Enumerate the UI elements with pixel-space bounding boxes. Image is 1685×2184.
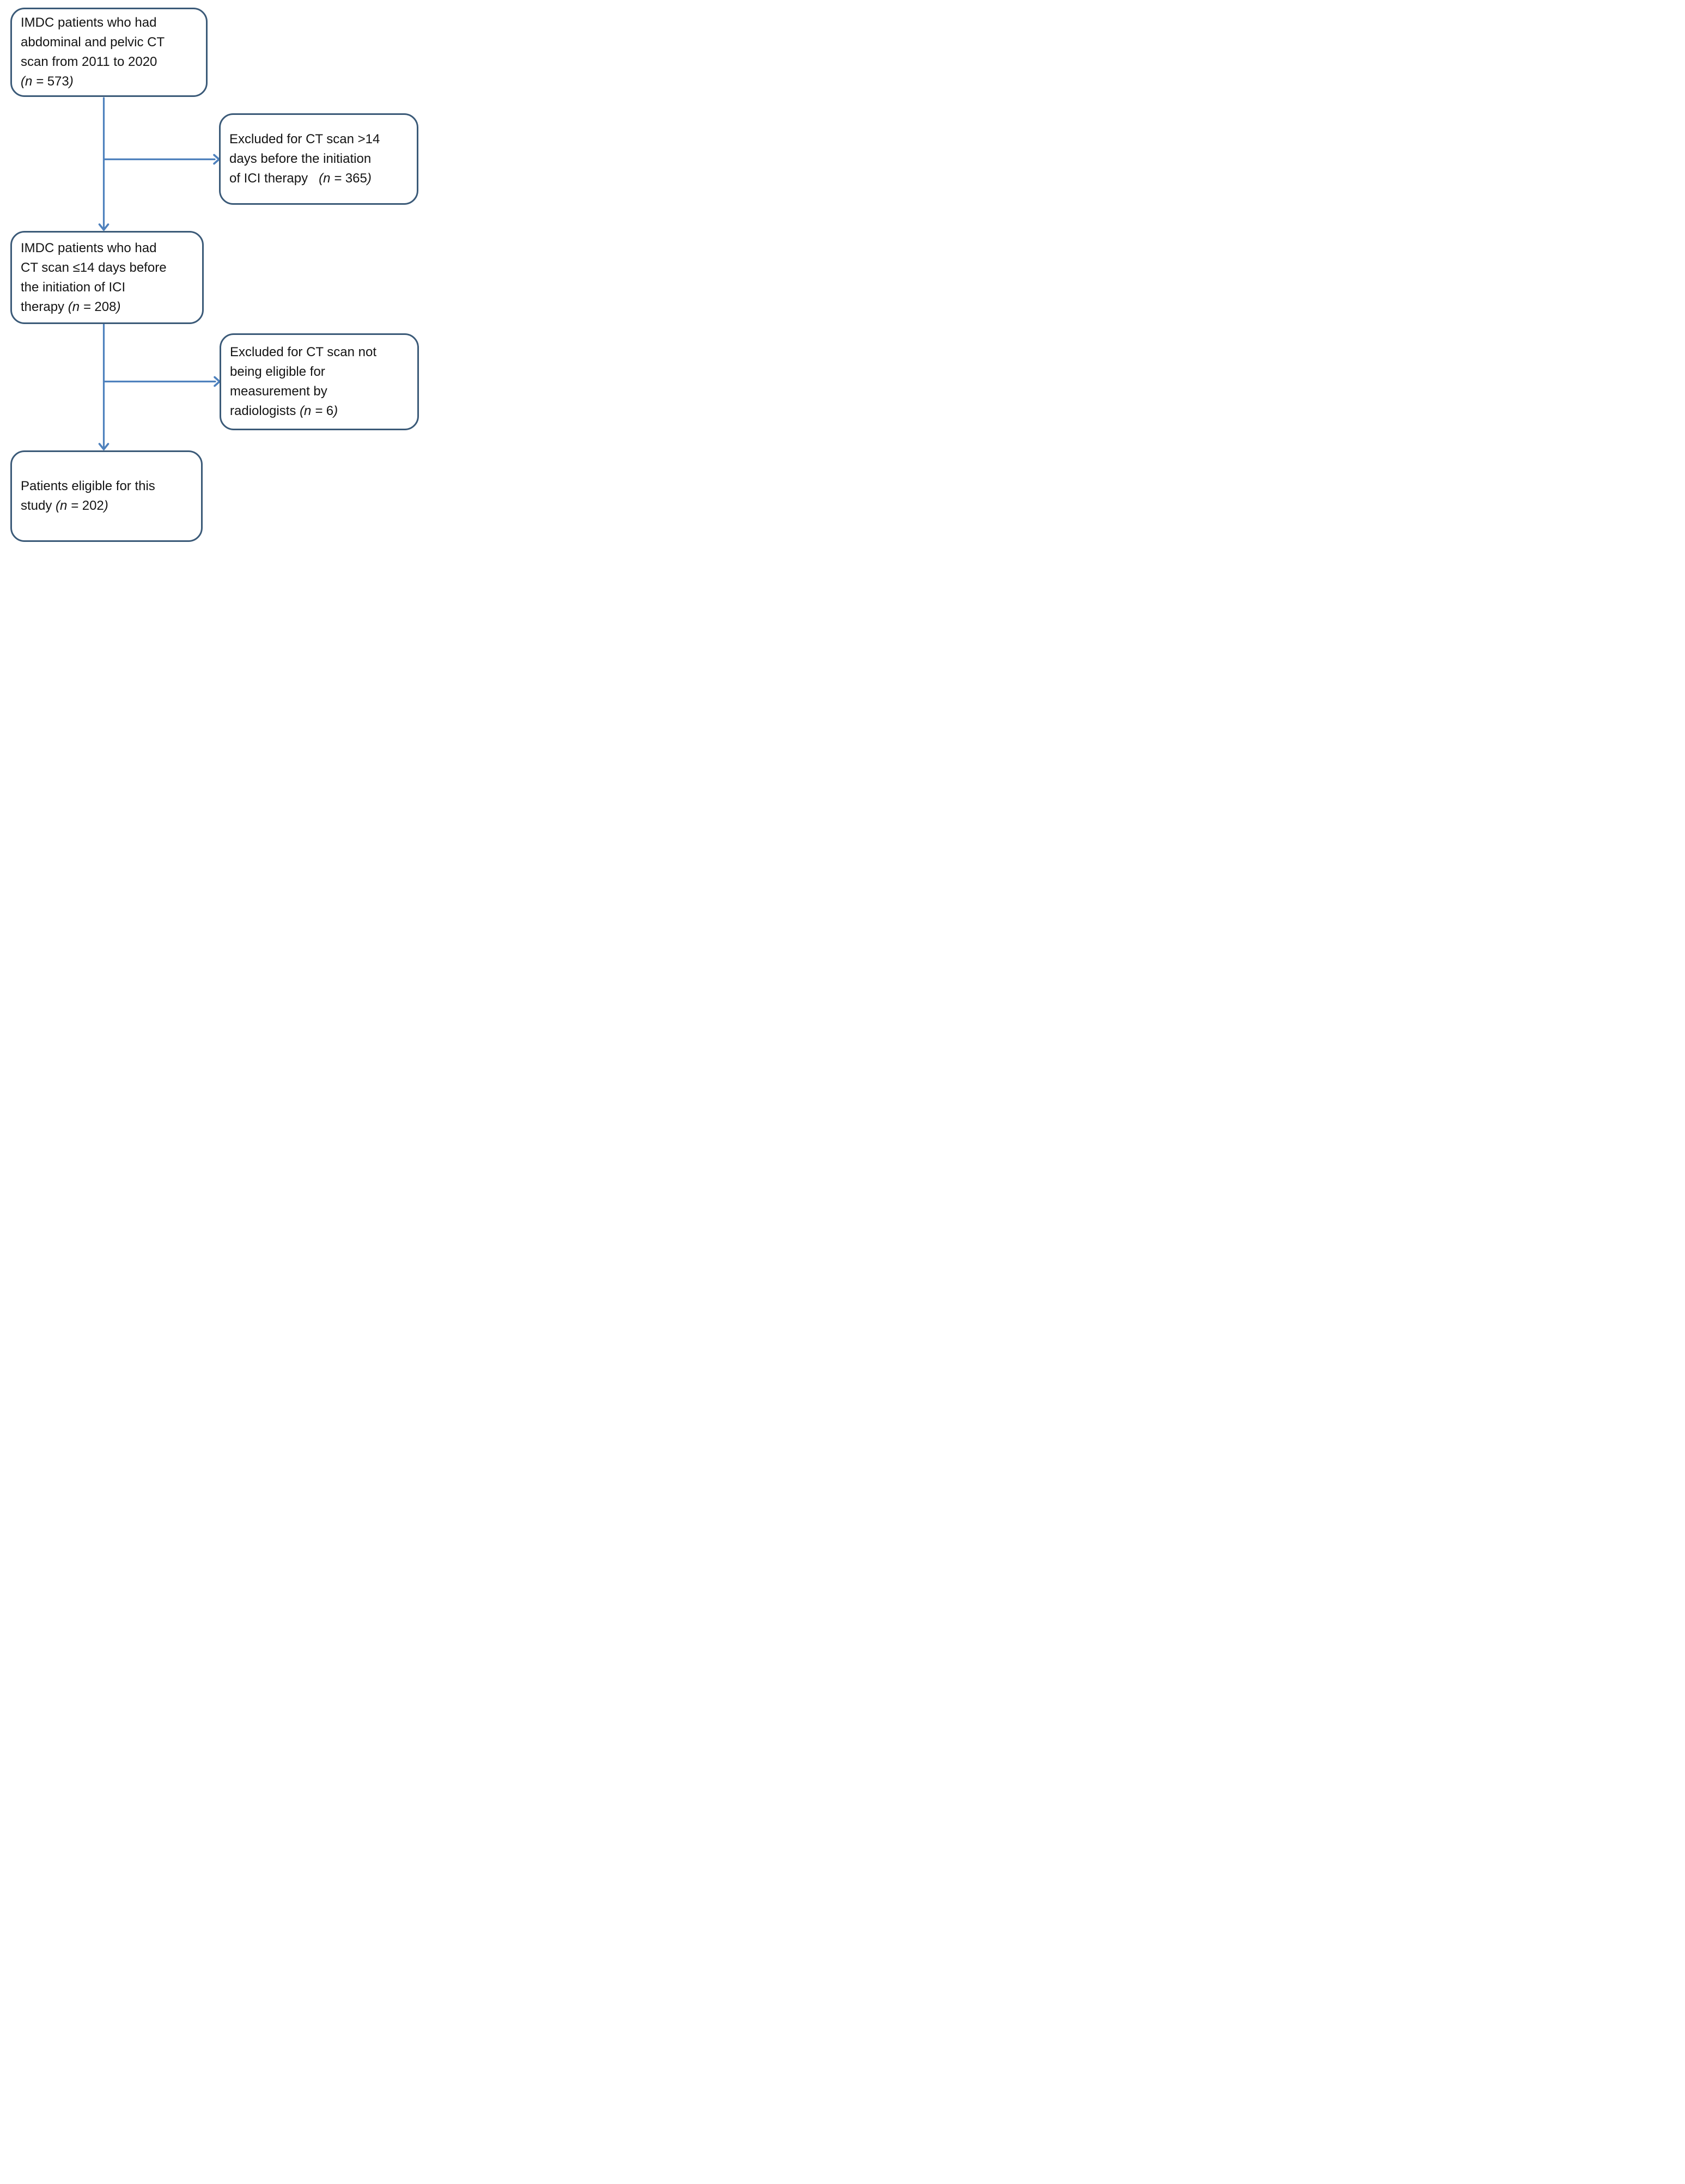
arrow-down-head-icon [98,223,110,231]
arrow-right-head-icon [213,154,220,165]
arrow-right-head-icon [214,376,221,387]
arrow-down-head-icon [98,443,110,450]
